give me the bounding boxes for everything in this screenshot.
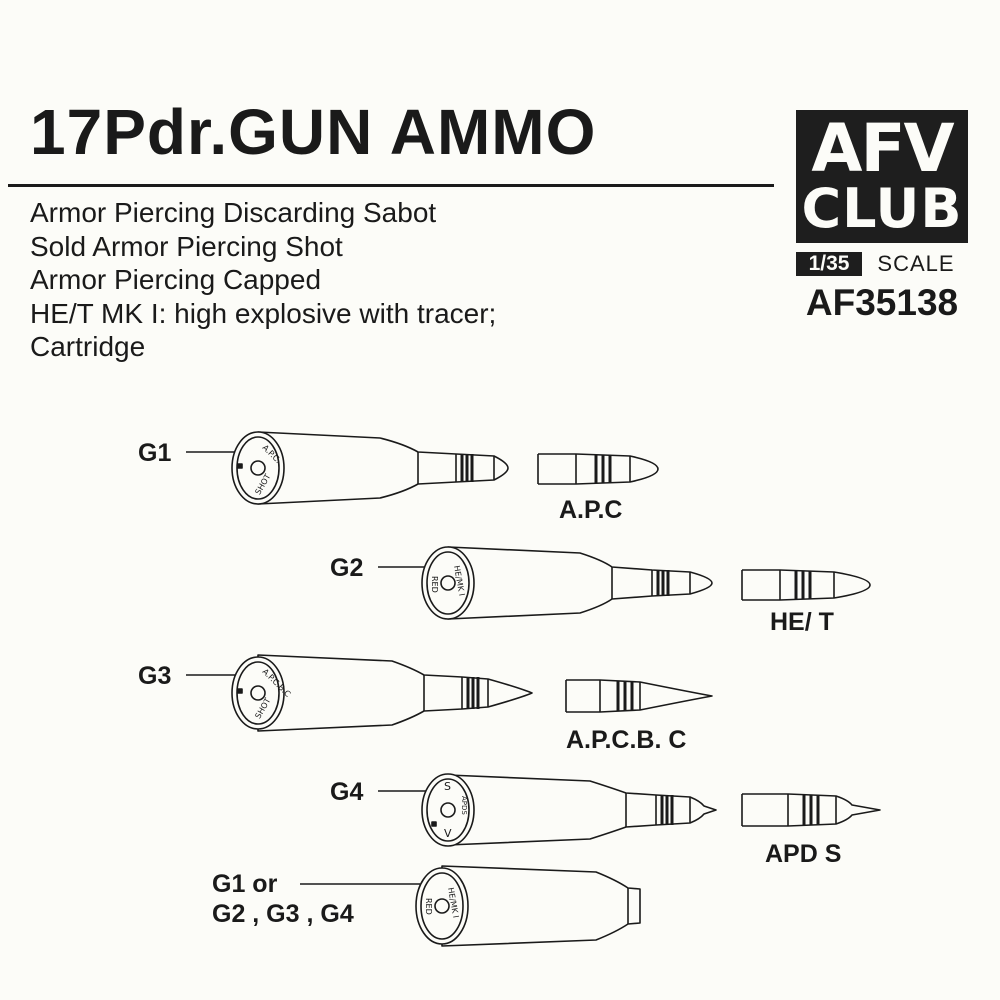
description-line: HE/T MK I: high explosive with tracer; [30, 297, 497, 329]
projectile-apds [741, 793, 881, 827]
description-list: Armor Piercing Discarding Sabot Sold Arm… [30, 196, 496, 364]
svg-text:V: V [444, 827, 452, 840]
projectile-label-apcbc: A.P.C.B. C [566, 726, 687, 754]
scale-word: SCALE [877, 251, 955, 276]
part-label-g5-line2: G2 , G3 , G4 [212, 900, 354, 928]
cartridge-g3: A.P.C.B.C SHOT [186, 654, 533, 732]
projectile-label-apds: APD S [765, 840, 842, 868]
part-label-g1: G1 [138, 439, 172, 467]
description-line: Armor Piercing Discarding Sabot [30, 197, 437, 228]
scale-value: 1/35 [796, 252, 862, 276]
logo-top-text: AFV [811, 110, 954, 187]
title-divider [8, 184, 774, 187]
projectile-apc [537, 453, 659, 485]
part-label-g5-line1: G1 or [212, 870, 278, 898]
projectile-apcbc [565, 679, 713, 713]
part-label-g3: G3 [138, 662, 172, 690]
part-label-g2: G2 [330, 554, 364, 582]
svg-text:APDS: APDS [460, 796, 468, 815]
description-line: Sold Armor Piercing Shot [30, 230, 343, 262]
scale-badge: 1/35 SCALE [796, 252, 968, 276]
svg-text:RED: RED [430, 576, 439, 593]
cartridge-g1: A.P.C. SHOT [186, 431, 509, 505]
logo-bottom-text: CLUB [801, 177, 963, 240]
product-code: AF35138 [805, 282, 959, 323]
projectile-label-het: HE/ T [770, 608, 834, 636]
brand-logo: AFV CLUB [796, 110, 968, 243]
part-label-g4: G4 [330, 778, 364, 806]
cartridge-case: HE/MK I RED [300, 865, 641, 947]
svg-text:RED: RED [424, 898, 433, 915]
cartridge-g4: S V APDS [378, 773, 717, 847]
description-line: Cartridge [30, 331, 146, 362]
svg-text:S: S [444, 780, 451, 793]
cartridge-g2: HE/MK I RED [378, 546, 713, 620]
projectile-het [741, 569, 871, 601]
description-line: Armor Piercing Capped [30, 264, 322, 295]
projectile-label-apc: A.P.C [559, 496, 623, 524]
page-title: 17Pdr.GUN AMMO [30, 96, 597, 168]
